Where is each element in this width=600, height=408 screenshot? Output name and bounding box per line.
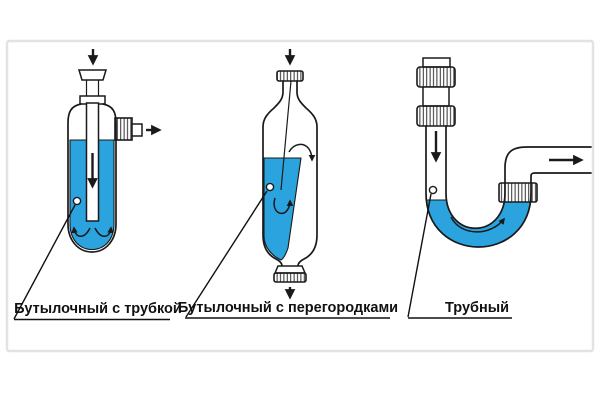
top-cap [422, 57, 451, 68]
leader-line [13, 204, 76, 320]
callout-dot [265, 182, 275, 192]
bottom-flange [273, 265, 307, 274]
neck [85, 80, 100, 96]
overflow-arrow-icon [288, 143, 316, 162]
bottom-cap [273, 272, 307, 283]
pipe-siphon-figure [407, 57, 592, 319]
callout-dot [72, 196, 82, 206]
circulation-arrow-right-icon [94, 226, 114, 237]
bottle-siphon-with-baffles-figure [185, 49, 390, 319]
baffle-partition [280, 80, 292, 191]
coupling-nut-icon [416, 105, 456, 127]
outlet-spout [131, 123, 143, 137]
leader-line [185, 190, 268, 318]
circulation-arrow-icon [450, 216, 506, 233]
bottle-body [67, 103, 117, 253]
coupling-nut-icon [416, 66, 456, 88]
circulation-arrow-icon [273, 197, 294, 215]
label-bottle-baffles: Бутылочный с перегородками [178, 300, 398, 316]
elbow-inner-wall [530, 172, 592, 184]
top-cap [276, 70, 304, 82]
label-pipe: Трубный [445, 300, 509, 316]
pipe-section [422, 86, 450, 107]
bottle-siphon-with-tube-figure [13, 49, 170, 321]
callout-dot [428, 185, 438, 195]
water-fill [263, 157, 302, 261]
outlet-fitting [114, 117, 133, 141]
leader-line [407, 193, 432, 318]
top-flange [77, 69, 108, 81]
coupling-nut-icon [498, 182, 538, 203]
bottle-body [262, 80, 318, 267]
circulation-arrow-left-icon [71, 226, 91, 237]
elbow-outer-wall [504, 146, 592, 184]
label-bottle-tube: Бутылочный с трубкой [14, 301, 182, 317]
